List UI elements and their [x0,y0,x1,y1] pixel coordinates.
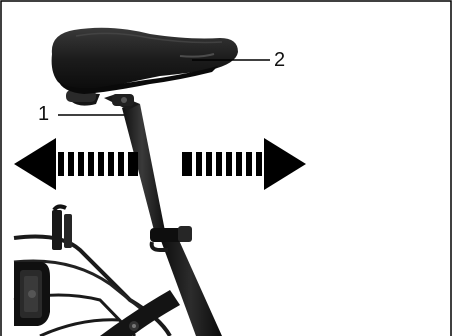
callout-number-2: 2 [274,50,285,70]
right-dashed-arrow [182,138,306,190]
callout-number-1: 1 [38,104,49,124]
seat-tube [160,238,222,336]
battery-pack [14,262,50,326]
left-dashed-arrow [14,138,138,190]
saddle [52,28,238,94]
rack-strut [52,210,62,250]
